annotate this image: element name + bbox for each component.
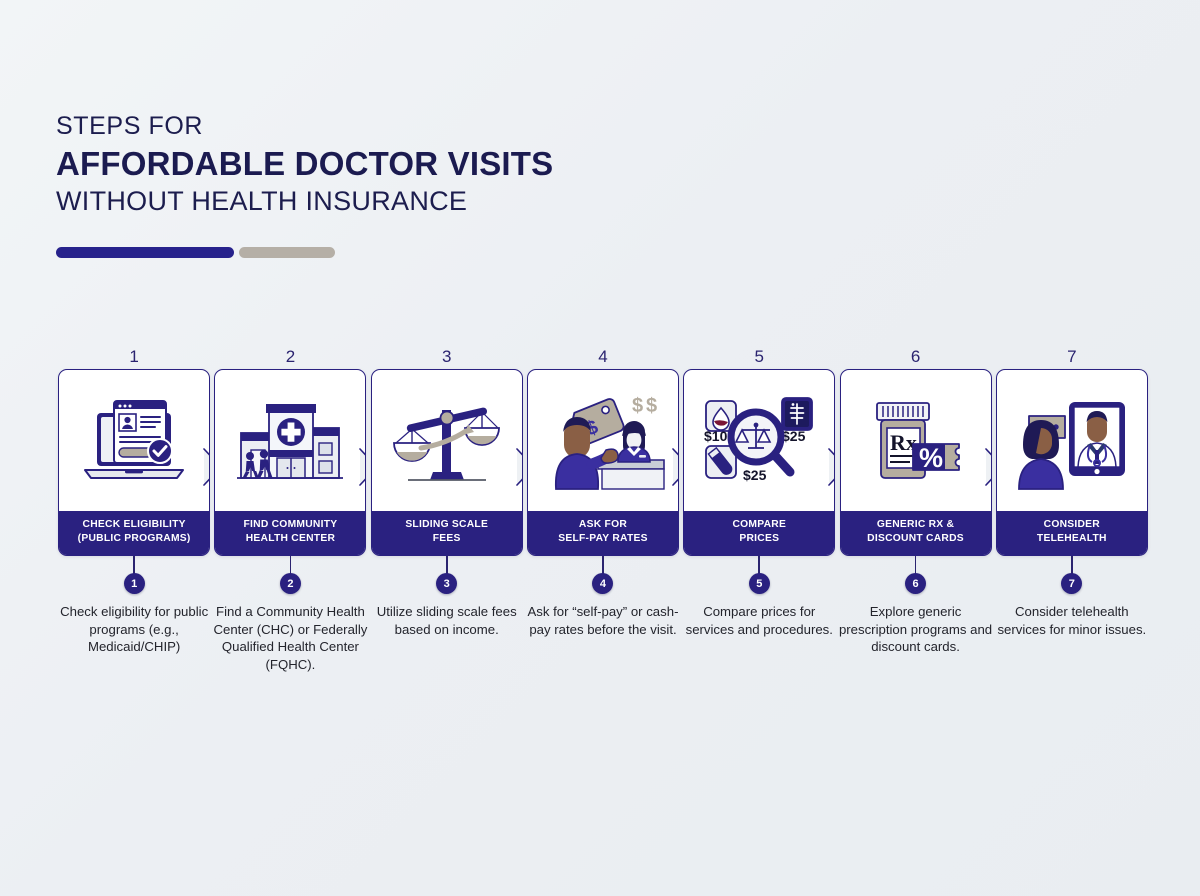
step-badge-2: 2 — [279, 573, 301, 594]
step-description-1: Check eligibility for public programs (e… — [60, 604, 209, 655]
step-connector-6 — [914, 556, 917, 574]
chevron-right-icon — [984, 448, 991, 486]
step-description-6: Explore generic prescription programs an… — [838, 604, 993, 655]
magnifier-price-comparison-icon: $10 $25 $25 — [684, 370, 834, 511]
progress-bar — [56, 247, 553, 259]
coupon-percent-label: % — [919, 443, 943, 473]
svg-text:$: $ — [646, 395, 657, 417]
step-label-7: CONSIDER TELEHEALTH — [996, 510, 1147, 555]
eyebrow-text: STEPS FOR — [56, 112, 204, 140]
step-connector-1 — [133, 556, 135, 574]
step-connector-4 — [602, 556, 604, 574]
step-description-5: Compare prices for services and procedur… — [685, 604, 833, 637]
step-number-5: 5 — [754, 347, 764, 366]
steps-row: 1 — [56, 345, 1150, 673]
step-label-4-line2: SELF-PAY RATES — [558, 533, 648, 545]
header: STEPS FOR AFFORDABLE DOCTOR VISITS WITHO… — [56, 112, 554, 259]
chevron-right-icon — [203, 448, 210, 486]
step-label-3-line2: FEES — [432, 533, 461, 545]
step-card-5[interactable]: $10 $25 $25 — [683, 369, 836, 556]
clinic-building-icon — [215, 370, 365, 511]
step-number-7: 7 — [1067, 347, 1077, 366]
step-number-3: 3 — [441, 347, 452, 366]
chevron-right-icon — [359, 448, 366, 486]
front-desk-conversation-icon: $ $ $ — [528, 370, 678, 511]
step-2[interactable]: 2 — [212, 345, 368, 673]
step-card-6[interactable]: Rx % GENERIC RX & DISCOUNT CARDS — [839, 369, 992, 556]
svg-text:$: $ — [632, 395, 643, 417]
step-number-1: 1 — [129, 347, 139, 366]
step-badge-6: 6 — [905, 573, 927, 594]
step-card-3[interactable]: SLIDING SCALE FEES — [370, 369, 523, 556]
step-number-4: 4 — [598, 347, 608, 366]
progress-bar-remainder — [239, 247, 335, 259]
step-description-2: Find a Community Health Center (CHC) or … — [213, 604, 368, 672]
step-connector-7 — [1071, 556, 1073, 574]
page-title: AFFORDABLE DOCTOR VISITS — [56, 144, 554, 182]
chevron-right-icon — [672, 448, 678, 486]
step-badge-3: 3 — [436, 573, 458, 594]
pill-bottle-discount-coupon-icon: Rx % — [841, 370, 991, 511]
price-label-2: $25 — [782, 428, 806, 444]
step-description-4: Ask for “self-pay” or cash-pay rates bef… — [527, 604, 679, 637]
page-subtitle: WITHOUT HEALTH INSURANCE — [56, 186, 468, 216]
step-label-1: CHECK ELIGIBILITY (PUBLIC PROGRAMS) — [59, 510, 210, 555]
step-1[interactable]: 1 — [56, 345, 212, 673]
step-card-1[interactable]: CHECK ELIGIBILITY (PUBLIC PROGRAMS) — [58, 369, 211, 556]
step-label-4: ASK FOR SELF-PAY RATES — [527, 510, 678, 555]
step-label-1-line1: CHECK ELIGIBILITY — [82, 518, 186, 530]
step-number-2: 2 — [285, 347, 296, 366]
price-label-1: $10 — [704, 428, 728, 444]
step-description-3: Utilize sliding scale fees based on inco… — [376, 604, 517, 637]
chevron-right-icon — [515, 448, 522, 486]
price-label-3: $25 — [743, 467, 767, 483]
step-label-2-line1: FIND COMMUNITY — [243, 518, 338, 530]
step-label-5-line1: COMPARE — [732, 518, 787, 530]
step-label-6: GENERIC RX & DISCOUNT CARDS — [840, 510, 991, 555]
step-badge-7: 7 — [1061, 573, 1083, 594]
progress-bar-fill — [56, 247, 234, 259]
step-description-7: Consider telehealth services for minor i… — [997, 604, 1147, 637]
step-label-3-line1: SLIDING SCALE — [405, 518, 489, 530]
step-label-1-line2: (PUBLIC PROGRAMS) — [77, 533, 191, 545]
step-label-5: COMPARE PRICES — [684, 510, 835, 555]
step-4[interactable]: 4 $ $ $ — [525, 345, 681, 673]
balance-scale-icon — [372, 370, 522, 511]
step-3[interactable]: 3 — [369, 345, 525, 673]
step-label-5-line2: PRICES — [739, 533, 780, 545]
step-number-6: 6 — [910, 347, 921, 366]
step-label-7-line2: TELEHEALTH — [1036, 533, 1107, 545]
step-card-2[interactable]: FIND COMMUNITY HEALTH CENTER — [214, 369, 367, 556]
step-label-6-line1: GENERIC RX & — [876, 518, 955, 530]
step-6[interactable]: 6 Rx — [837, 345, 993, 673]
step-7[interactable]: 7 — [994, 345, 1150, 673]
step-connector-3 — [445, 556, 448, 574]
step-card-4[interactable]: $ $ $ — [526, 369, 679, 556]
step-connector-5 — [758, 556, 761, 574]
step-card-7[interactable]: CONSIDER TELEHEALTH — [995, 369, 1148, 556]
telehealth-video-call-icon — [997, 370, 1147, 511]
step-label-2-line2: HEALTH CENTER — [245, 533, 336, 545]
chevron-right-icon — [828, 448, 835, 486]
laptop-application-approved-icon — [59, 370, 209, 511]
step-connector-2 — [289, 556, 292, 574]
step-label-2: FIND COMMUNITY HEALTH CENTER — [215, 510, 366, 555]
step-badge-4: 4 — [592, 573, 614, 594]
step-label-3: SLIDING SCALE FEES — [371, 510, 522, 555]
step-label-7-line1: CONSIDER — [1043, 518, 1100, 530]
step-5[interactable]: 5 — [681, 345, 837, 673]
step-label-6-line2: DISCOUNT CARDS — [867, 533, 964, 545]
step-label-4-line1: ASK FOR — [578, 518, 628, 530]
step-badge-5: 5 — [748, 573, 770, 594]
step-badge-1: 1 — [123, 573, 145, 594]
